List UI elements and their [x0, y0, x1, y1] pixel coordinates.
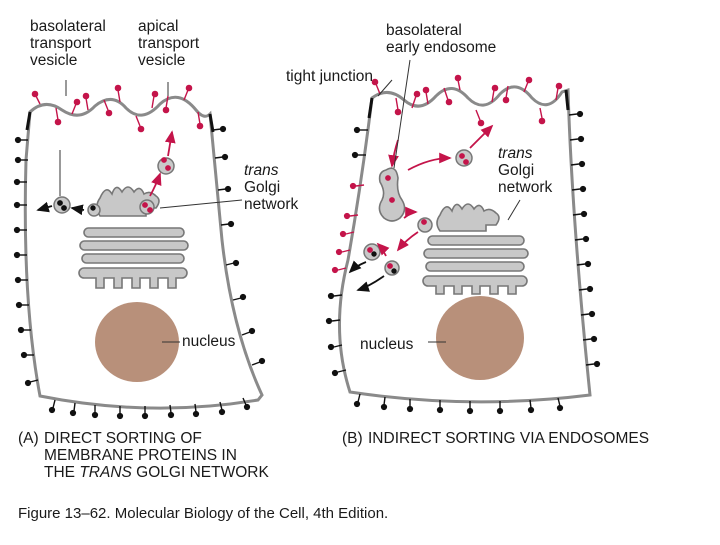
- caption-b: (B) INDIRECT SORTING VIA ENDOSOMES: [342, 430, 649, 447]
- caption-a-line1: DIRECT SORTING OF: [44, 430, 202, 447]
- caption-a-line3-italic: TRANS: [79, 464, 132, 481]
- caption-a-line3-pre: THE: [44, 464, 80, 481]
- apical-proteins-a: [31, 84, 204, 213]
- caption-b-text: INDIRECT SORTING VIA ENDOSOMES: [368, 430, 650, 447]
- apical-proteins-b: [331, 74, 563, 274]
- label-trans-a: trans: [244, 162, 279, 179]
- early-endosome: [378, 167, 406, 222]
- arrows-b: [348, 124, 494, 292]
- caption-b-letter: (B): [342, 430, 363, 447]
- golgi-b: [422, 203, 529, 295]
- label-golgi-network-a: Golgi network: [244, 179, 299, 213]
- golgi-a: [78, 186, 189, 289]
- caption-a-line2: MEMBRANE PROTEINS IN: [44, 447, 237, 464]
- basolateral-proteins-b: [325, 110, 601, 415]
- cell-b: [325, 59, 601, 415]
- cell-a: [13, 80, 266, 420]
- label-trans-b: trans: [498, 145, 533, 162]
- cell-a-membrane: [23, 95, 264, 410]
- label-tight-junction: tight junction: [286, 68, 374, 85]
- arrows-a: [36, 130, 176, 216]
- caption-a-line3-post: GOLGI NETWORK: [131, 464, 269, 481]
- label-nucleus-a: nucleus: [182, 333, 236, 350]
- nucleus-b: [436, 296, 524, 380]
- label-basolateral-early-endosome: basolateral early endosome: [386, 22, 497, 56]
- caption-a-letter: (A): [18, 430, 39, 447]
- label-golgi-network-b: Golgi network: [498, 162, 553, 196]
- leaders-b: [377, 59, 521, 343]
- label-basolateral-transport-vesicle: basolateral transport vesicle: [30, 18, 106, 69]
- label-apical-transport-vesicle: apical transport vesicle: [138, 18, 200, 69]
- label-nucleus-b: nucleus: [360, 336, 414, 353]
- figure-caption: Figure 13–62. Molecular Biology of the C…: [18, 505, 389, 522]
- nucleus-a: [95, 302, 179, 382]
- basolateral-proteins-a: [13, 125, 266, 420]
- leaders-a: [59, 80, 243, 343]
